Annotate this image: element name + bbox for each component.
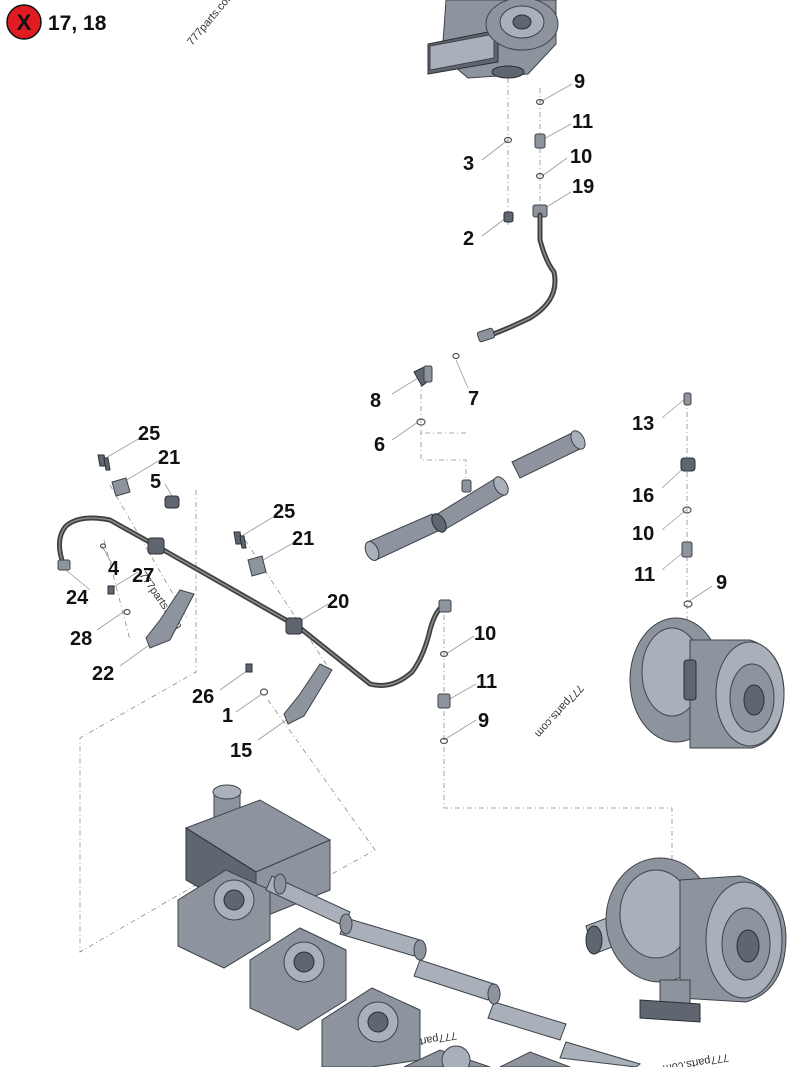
- callout-label: 22: [92, 663, 114, 685]
- callout-label: 16: [632, 485, 654, 507]
- oil-drain-tubes: [364, 430, 586, 561]
- callout-label: 9: [716, 572, 727, 594]
- fittings-right: [680, 392, 696, 608]
- bolt: [239, 535, 247, 549]
- o-ring: [682, 506, 692, 514]
- callout-label: 10: [570, 146, 592, 168]
- callout-label: 11: [476, 671, 497, 693]
- bracket: [283, 663, 333, 725]
- callout-label: 25: [273, 501, 295, 523]
- fittings-top: [503, 98, 548, 223]
- callout-label: 21: [158, 447, 180, 469]
- turbocharger-top: [427, 0, 559, 79]
- fittings-lower: [437, 650, 451, 745]
- callout-label: 10: [474, 623, 496, 645]
- watermark: 777parts.com: [662, 1051, 730, 1067]
- turbocharger-bottom: [585, 857, 787, 1023]
- o-ring: [439, 650, 449, 658]
- callout-label: 21: [292, 528, 314, 550]
- plug: [503, 211, 514, 223]
- callout-label: 5: [150, 471, 161, 493]
- clamp-block: [285, 617, 303, 635]
- callout-label: 15: [230, 740, 252, 762]
- callout-label: 27: [132, 565, 154, 587]
- clamps-left: [97, 454, 195, 649]
- callout-label: 9: [574, 71, 585, 93]
- callout-label: 11: [634, 564, 655, 586]
- adapter-fitting: [534, 133, 546, 149]
- callout-label: 3: [463, 153, 474, 175]
- callout-label: 11: [572, 111, 593, 133]
- adapter-fitting: [437, 693, 451, 709]
- callout-label: 19: [572, 176, 594, 198]
- callout-labels: 25 21 5 4 27 24 28 22 25 21 20 26 1 15 3…: [66, 71, 727, 762]
- callout-label: 28: [70, 628, 92, 650]
- bolt: [245, 663, 253, 673]
- o-ring: [259, 688, 269, 696]
- header-marker: X 17, 18: [6, 4, 107, 40]
- clamp-block: [147, 537, 165, 555]
- callout-label: 1: [222, 705, 233, 727]
- callout-label: 9: [478, 710, 489, 732]
- clamp-plate: [247, 555, 267, 577]
- callout-label: 2: [463, 228, 474, 250]
- turbocharger-right: [629, 617, 785, 749]
- oil-line-main: [57, 515, 452, 688]
- callout-label: 13: [632, 413, 654, 435]
- assembly-lines: [79, 78, 688, 953]
- o-ring: [123, 608, 131, 616]
- o-ring: [683, 600, 693, 608]
- bolt: [107, 585, 115, 595]
- callout-label: 8: [370, 390, 381, 412]
- not-shown-marker-icon: [6, 4, 42, 40]
- o-ring: [439, 737, 449, 745]
- callout-label: 26: [192, 686, 214, 708]
- engine-block: [177, 784, 642, 1067]
- o-ring: [99, 543, 107, 549]
- nut: [680, 457, 696, 472]
- clamps-center: [233, 531, 333, 725]
- banjo-bolt: [683, 392, 692, 406]
- bracket: [145, 589, 195, 649]
- callout-label: 25: [138, 423, 160, 445]
- callout-label: 6: [374, 434, 385, 456]
- oil-line-upper: [452, 212, 558, 360]
- watermark: 777parts.com: [532, 682, 586, 740]
- clamp-plate: [111, 477, 131, 497]
- o-ring: [535, 172, 545, 180]
- callout-label: 7: [468, 388, 479, 410]
- callout-label: 20: [327, 591, 349, 613]
- callout-label: 4: [108, 558, 120, 580]
- elbow-fitting: [413, 365, 433, 426]
- o-ring: [503, 136, 513, 144]
- reference-numbers: 17, 18: [48, 12, 107, 35]
- bolt: [103, 457, 111, 471]
- nut: [164, 495, 180, 509]
- adapter-fitting: [681, 541, 693, 558]
- marker-glyph: X: [17, 10, 32, 35]
- o-ring: [452, 352, 460, 360]
- watermark: 777parts.com: [185, 0, 237, 48]
- o-ring: [416, 418, 426, 426]
- callout-label: 10: [632, 523, 654, 545]
- o-ring: [535, 98, 545, 106]
- callout-label: 24: [66, 587, 89, 609]
